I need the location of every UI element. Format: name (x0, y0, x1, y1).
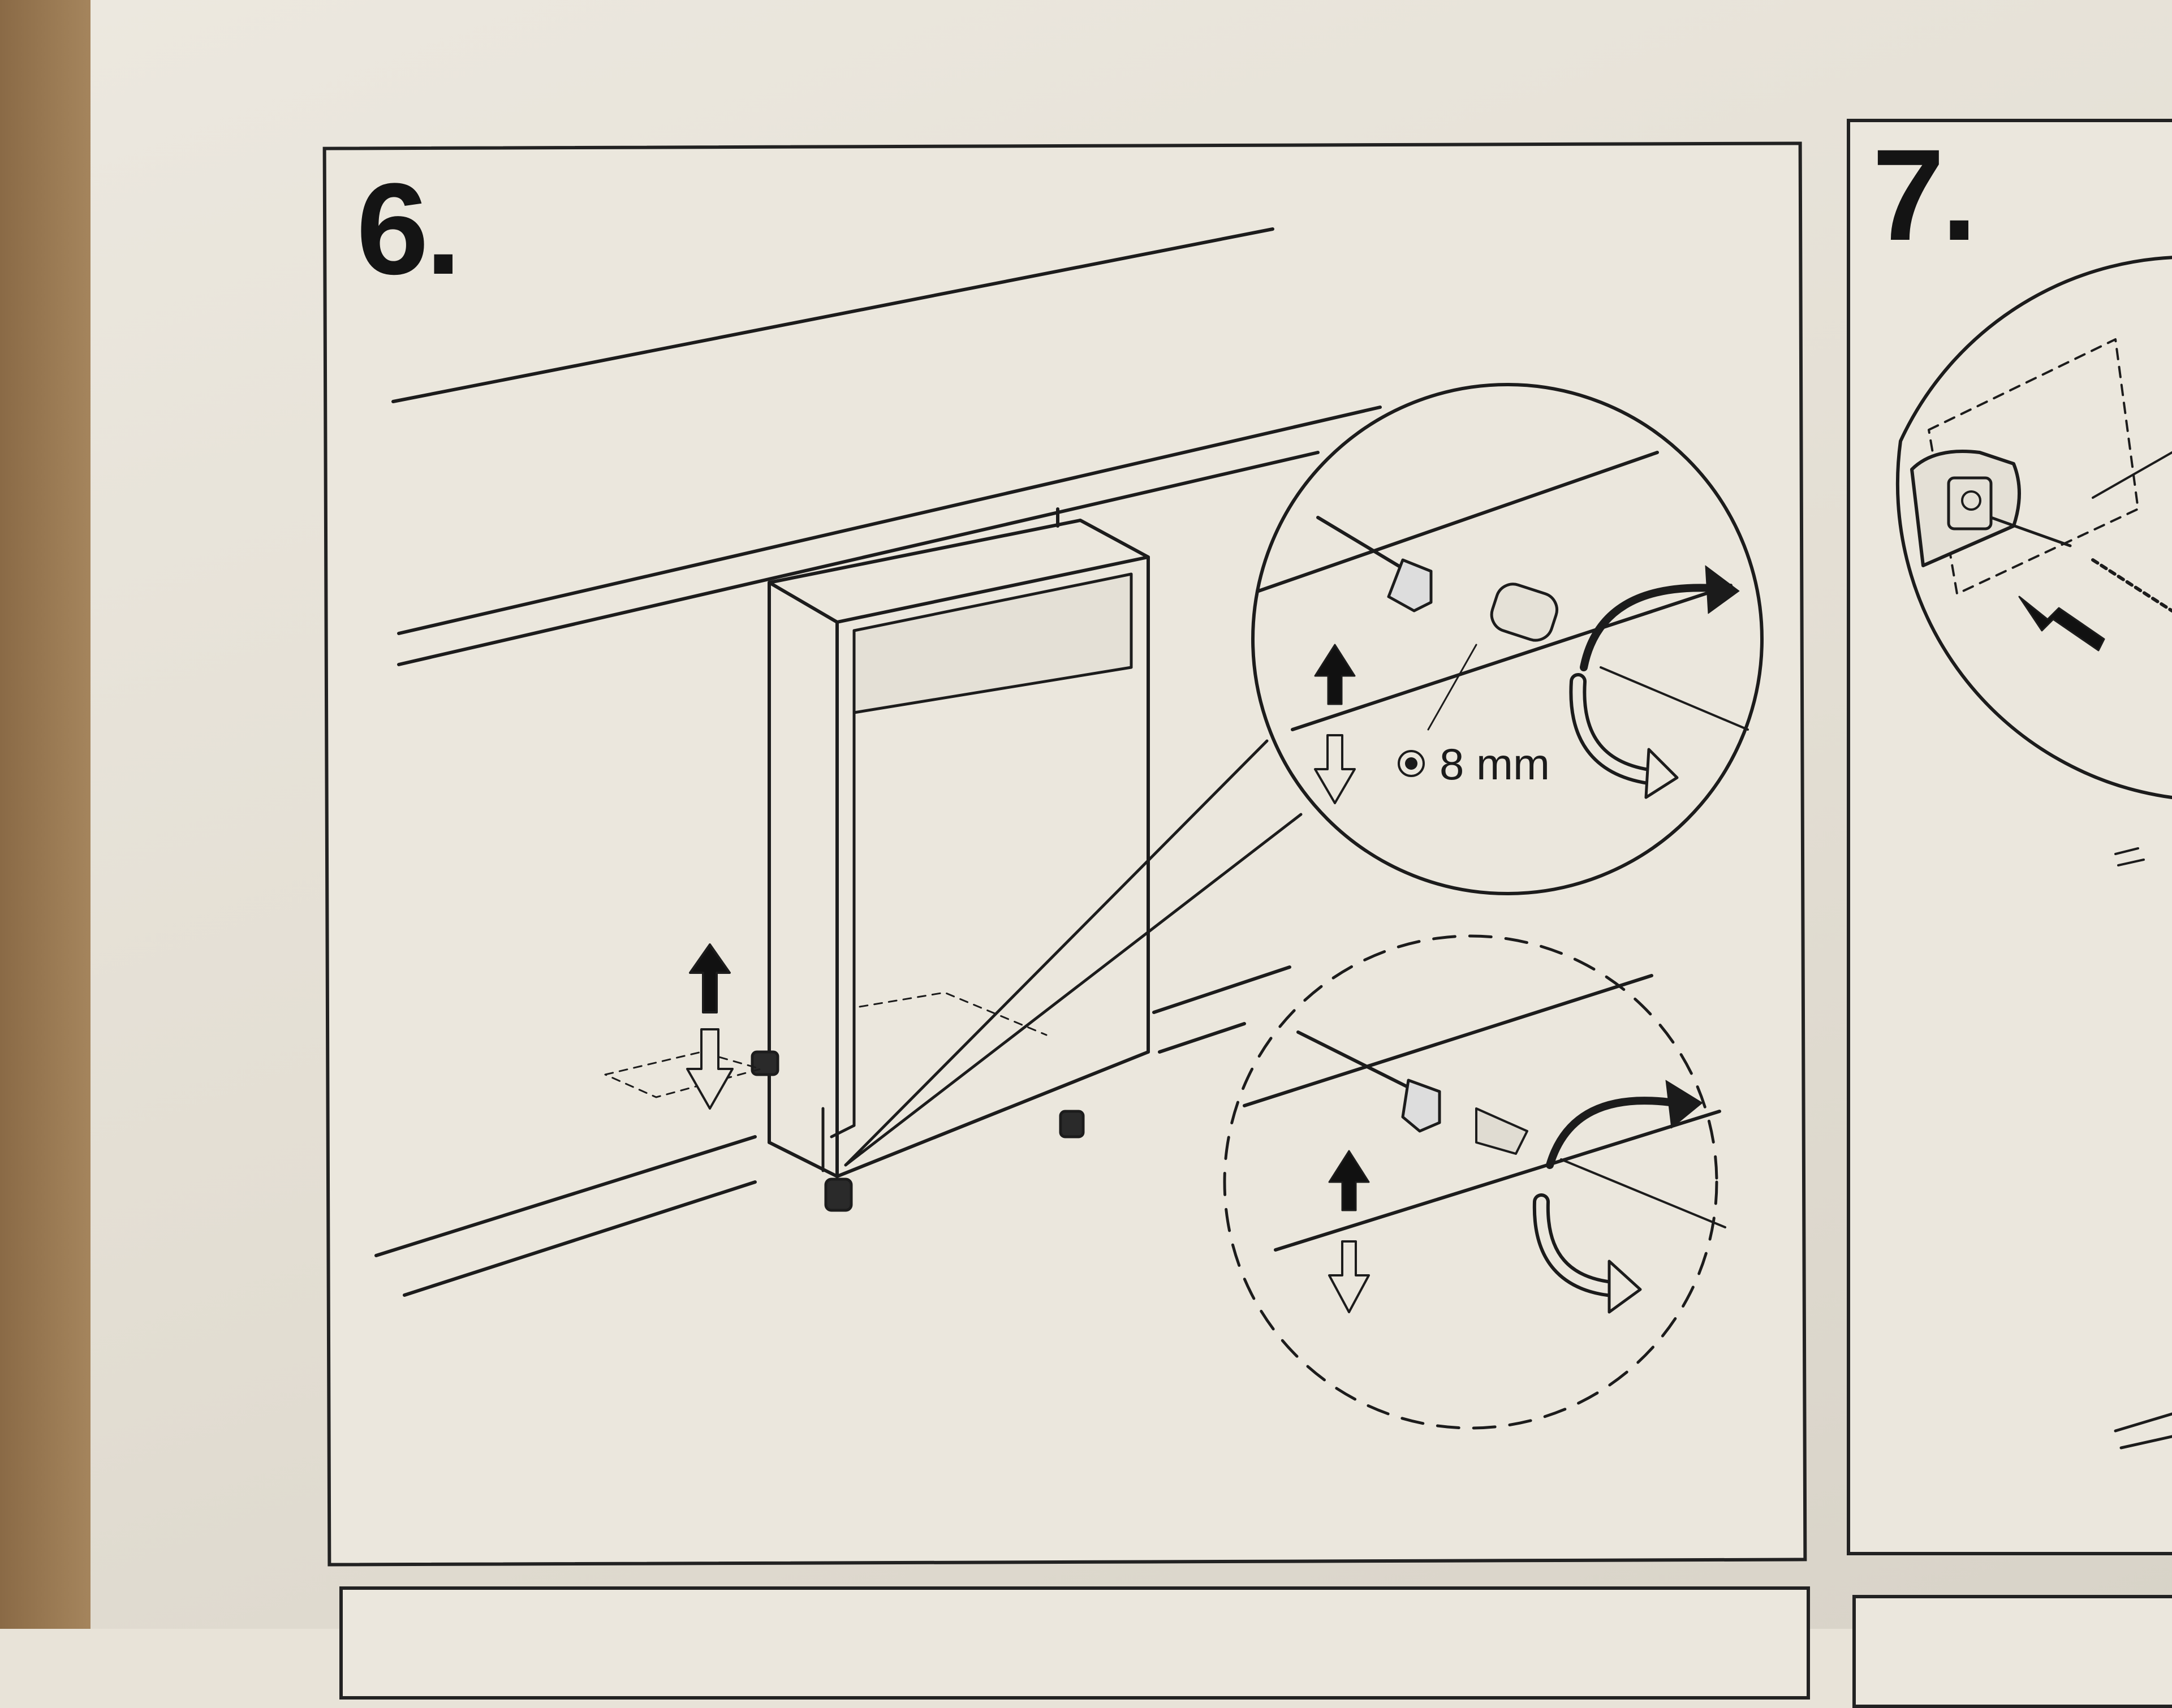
small-up-arrow (689, 943, 731, 1013)
size-label: 8 mm (1440, 739, 1550, 789)
floor-outline (604, 991, 1048, 1098)
cardboard-background (0, 0, 99, 1629)
adjustable-feet (751, 1050, 1085, 1212)
dashed-detail-circle (1223, 934, 1726, 1430)
callout-lines (844, 739, 1303, 1167)
step-6-illustration: 8 mm (374, 227, 1764, 1430)
countertop-lines (374, 227, 1382, 1297)
detail-circle: 8 mm (1251, 383, 1764, 895)
small-down-arrow (686, 1028, 734, 1110)
step-7-illustration (1895, 256, 2172, 1450)
step-6-number: 6. (356, 156, 462, 301)
step-7-number: 7. (1872, 122, 1977, 268)
push-arrow-icon (2018, 596, 2105, 652)
dishwasher-body (768, 507, 1150, 1178)
